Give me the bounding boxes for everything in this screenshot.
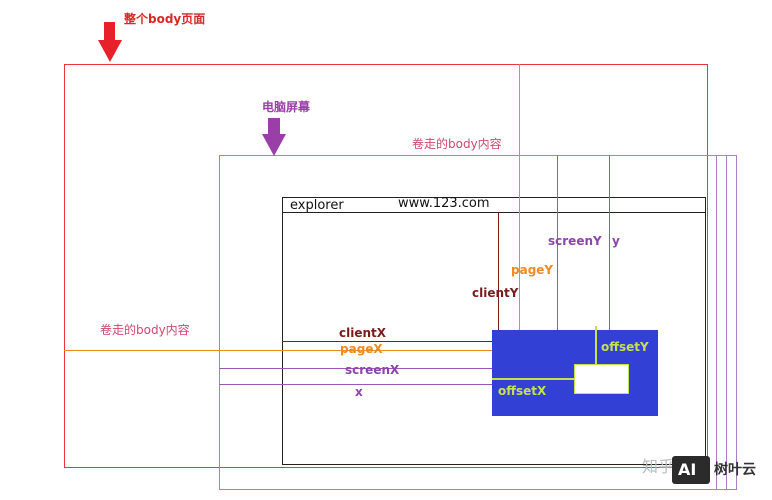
x-line [219, 384, 492, 385]
screenY-line [557, 155, 558, 331]
offsetX-label: offsetX [498, 384, 547, 398]
offsetX-line [492, 378, 574, 380]
screenX-label: screenX [345, 363, 400, 377]
screen-arrow-head [262, 134, 286, 156]
clientX-label: clientX [339, 326, 387, 340]
x-label: x [355, 385, 363, 399]
computer-screen-label: 电脑屏幕 [262, 100, 311, 114]
screen-box [219, 155, 737, 490]
pageX-label: pageX [340, 342, 383, 356]
body-page-arrow-head [98, 40, 122, 62]
scrolled-body-top-label: 卷走的body内容 [412, 137, 502, 151]
explorer-label: explorer [290, 198, 344, 213]
explorer-window [282, 197, 706, 465]
y-line [609, 155, 610, 331]
clientY-line [498, 213, 499, 331]
whole-body-page-label: 整个body页面 [124, 12, 206, 26]
clientY-label: clientY [472, 286, 519, 300]
watermark-logo-icon [672, 456, 710, 484]
pageY-line [519, 64, 520, 331]
url-label: www.123.com [398, 196, 490, 211]
offset-target-box [574, 364, 629, 394]
pageY-label: pageY [511, 263, 554, 277]
scroll-right-line-2 [726, 155, 727, 490]
watermark-zhihu: 知乎 [642, 457, 675, 476]
watermark-ai-text: AI [678, 460, 697, 479]
body-page-box [64, 64, 708, 468]
pageX-line [64, 350, 492, 351]
clientX-line [282, 341, 492, 342]
scroll-right-line-1 [716, 155, 717, 490]
screenY-label: screenY [548, 234, 602, 248]
screenX-line [219, 368, 492, 369]
body-page-arrow-stem [104, 22, 115, 40]
screen-arrow-stem [268, 118, 280, 134]
scrolled-body-left-label: 卷走的body内容 [100, 323, 190, 337]
watermark-site: 树叶云 [714, 462, 756, 478]
explorer-titlebar-divider [282, 212, 706, 213]
y-label: y [612, 234, 620, 248]
offsetY-line [595, 326, 597, 364]
offsetY-label: offsetY [601, 340, 649, 354]
